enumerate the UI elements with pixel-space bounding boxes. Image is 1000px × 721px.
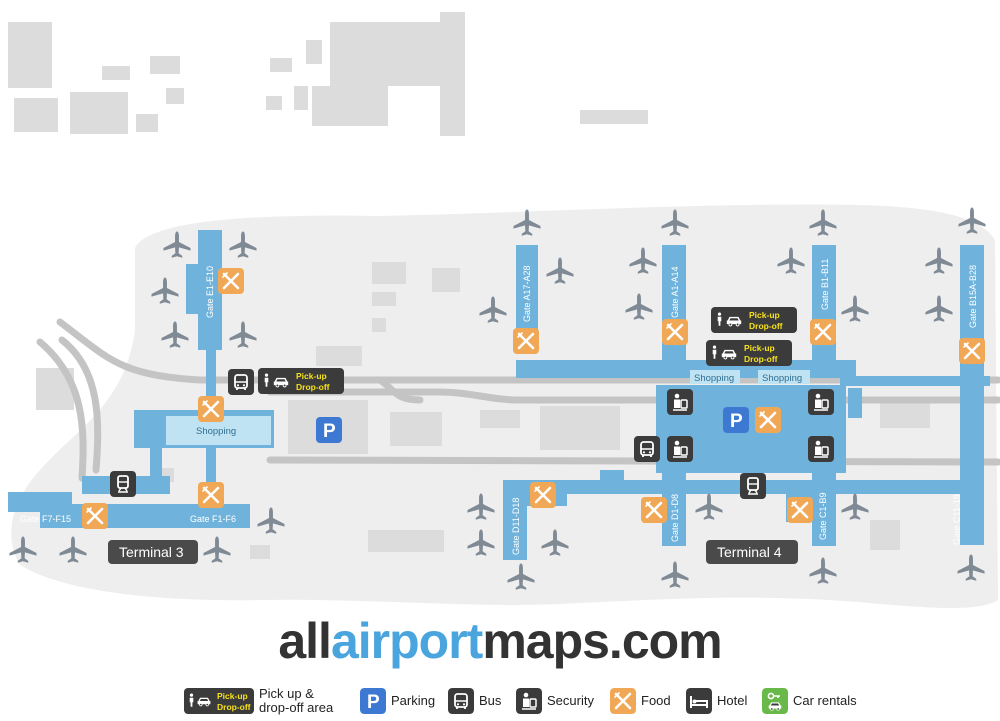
- svg-text:Pick-up: Pick-up: [749, 310, 780, 320]
- svg-text:Drop-off: Drop-off: [744, 354, 778, 364]
- terminal-4-label: Terminal 4: [717, 544, 782, 560]
- security-icon: [667, 389, 693, 415]
- car-rental-icon: [762, 688, 788, 714]
- parking-icon: P: [316, 417, 342, 443]
- bus-icon: [448, 688, 474, 714]
- food-icon: [641, 497, 667, 523]
- legend-item-car-rentals: Car rentals: [762, 684, 857, 718]
- pickup-badge-t3: Pick-up Drop-off: [258, 368, 344, 394]
- shopping-label-t4-left: Shopping: [694, 373, 734, 384]
- legend-label-car-rentals: Car rentals: [793, 693, 857, 708]
- legend-item-security: Security: [516, 684, 594, 718]
- legend-label-pickup: Pick up & drop-off area: [259, 686, 334, 715]
- gate-label-a-left: Gate A17-A28: [522, 265, 532, 322]
- logo-part-2: airport: [330, 613, 483, 669]
- food-icon: [810, 319, 836, 345]
- bus-icon: [634, 436, 660, 462]
- shopping-label-t4-right: Shopping: [762, 373, 802, 384]
- legend-item-bus: Bus: [448, 684, 501, 718]
- roads: [36, 318, 1000, 482]
- svg-text:Drop-off: Drop-off: [296, 382, 330, 392]
- security-icon: [667, 436, 693, 462]
- legend-label-hotel: Hotel: [717, 693, 748, 708]
- gate-label-f-right: Gate F1-F6: [190, 514, 236, 524]
- svg-text:P: P: [323, 421, 336, 442]
- svg-text:Pick-up: Pick-up: [217, 691, 248, 701]
- pickup-badge-t4-upper: Pick-up Drop-off: [711, 307, 797, 333]
- gate-label-c-left: Gate C1-B9: [818, 492, 828, 540]
- food-icon: [198, 482, 224, 508]
- terminal-4-badge: [706, 540, 798, 564]
- svg-text:Drop-off: Drop-off: [749, 321, 783, 331]
- legend-label-security: Security: [547, 693, 594, 708]
- food-icon: [218, 268, 244, 294]
- train-icon: [740, 473, 766, 499]
- legend-item-food: Food: [610, 684, 671, 718]
- airport-ground: [11, 204, 998, 608]
- gate-labels: Gate E1-E10 Gate F7-F15 Gate F1-F6 Gate …: [20, 259, 978, 555]
- hotel-icon: [686, 688, 712, 714]
- terminal-4-shopping-right: [758, 370, 810, 384]
- parking-icon: P: [723, 407, 749, 433]
- food-icon: [530, 482, 556, 508]
- food-icon: [959, 338, 985, 364]
- bus-icon: [228, 369, 254, 395]
- pickup-badge-t4-lower: Pick-up Drop-off: [706, 340, 792, 366]
- food-icon: [662, 319, 688, 345]
- security-icon: [808, 436, 834, 462]
- svg-text:Pick-up: Pick-up: [296, 371, 327, 381]
- legend-label-bus: Bus: [479, 693, 502, 708]
- svg-text:Drop-off: Drop-off: [217, 702, 251, 712]
- buildings-top: [8, 12, 648, 136]
- legend-label-parking: Parking: [391, 693, 436, 708]
- gate-label-b-right: Gate B15A-B28: [968, 265, 978, 328]
- food-icon: [198, 396, 224, 422]
- legend-item-pickup: Pick-up Drop-off Pick up & drop-off area: [184, 684, 333, 718]
- shopping-label-t3: Shopping: [196, 426, 236, 437]
- svg-text:P: P: [367, 692, 380, 713]
- gate-label-d-left: Gate D11-D18: [511, 498, 521, 555]
- legend-label-food: Food: [641, 693, 671, 708]
- security-icon: [516, 688, 542, 714]
- pickup-icon: Pick-up Drop-off: [184, 688, 254, 714]
- parking-icon: P: [360, 688, 386, 714]
- terminal-3-badge: [108, 540, 198, 564]
- svg-text:P: P: [730, 411, 743, 432]
- gate-label-e: Gate E1-E10: [205, 266, 215, 318]
- train-icon: [110, 471, 136, 497]
- map-legend: Pick-up Drop-off Pick up & drop-off area…: [0, 684, 1000, 718]
- terminal-4-shopping-left: [690, 370, 740, 384]
- gate-label-d-right: Gate D1-D8: [670, 494, 680, 542]
- security-icon: [808, 389, 834, 415]
- legend-item-hotel: Hotel: [686, 684, 747, 718]
- gate-label-a-right: Gate A1-A14: [670, 266, 680, 318]
- logo-part-1: all: [278, 613, 332, 669]
- legend-item-parking: P Parking: [360, 684, 435, 718]
- gate-label-b-left: Gate B1-B11: [820, 259, 830, 310]
- gate-label-f-left: Gate F7-F15: [20, 514, 71, 524]
- site-logo: allairportmaps.com: [0, 612, 1000, 670]
- food-icon: [755, 407, 781, 433]
- food-icon: [513, 328, 539, 354]
- map-canvas: Gate E1-E10 Gate F7-F15 Gate F1-F6 Gate …: [8, 12, 1000, 608]
- svg-text:Pick-up: Pick-up: [744, 343, 775, 353]
- terminal-3-label: Terminal 3: [119, 544, 184, 560]
- food-icon: [82, 503, 108, 529]
- gate-label-c-right: Gate C11-18: [952, 494, 962, 545]
- food-icon: [787, 497, 813, 523]
- food-icon: [610, 688, 636, 714]
- logo-part-3: maps.com: [482, 613, 722, 669]
